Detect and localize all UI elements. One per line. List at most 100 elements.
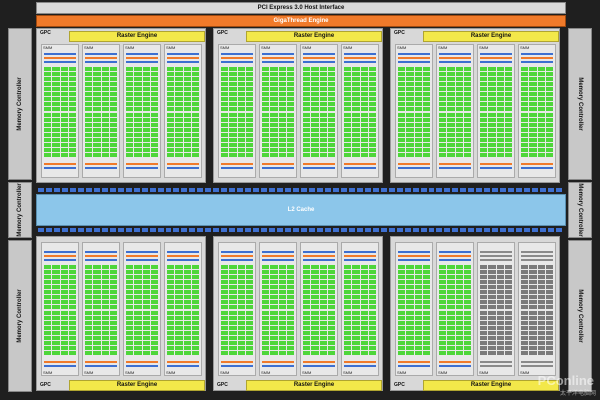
cache-block — [556, 228, 562, 232]
cuda-core — [270, 87, 278, 91]
cuda-core — [311, 148, 319, 152]
cuda-core — [245, 87, 253, 91]
cuda-core — [504, 311, 512, 315]
cache-block — [532, 188, 539, 192]
smm-label: SMM — [84, 370, 94, 375]
cuda-core — [398, 311, 406, 315]
cuda-core — [414, 275, 422, 279]
cuda-core — [85, 107, 93, 111]
cuda-core — [229, 82, 237, 86]
cuda-core — [134, 336, 142, 340]
cuda-core — [101, 148, 109, 152]
cuda-core — [406, 82, 414, 86]
cuda-core — [93, 265, 101, 269]
cuda-core — [463, 295, 471, 299]
cuda-core — [85, 346, 93, 350]
cuda-core — [521, 321, 529, 325]
cuda-core — [93, 143, 101, 147]
raster-engine: Raster Engine — [423, 31, 559, 42]
cuda-core-grid — [126, 113, 158, 157]
cuda-core — [545, 97, 553, 101]
cuda-core — [344, 295, 352, 299]
cuda-core — [319, 305, 327, 309]
cuda-core — [319, 290, 327, 294]
cuda-core — [521, 107, 529, 111]
cuda-core — [368, 128, 376, 132]
cuda-core — [504, 265, 512, 269]
cuda-core — [537, 336, 545, 340]
cuda-core — [175, 275, 183, 279]
cuda-core — [60, 128, 68, 132]
cuda-core — [101, 300, 109, 304]
cuda-core — [237, 102, 245, 106]
cuda-core — [496, 305, 504, 309]
cuda-core — [270, 97, 278, 101]
cuda-core — [175, 316, 183, 320]
cuda-core — [286, 82, 294, 86]
cuda-core-grid — [221, 113, 253, 157]
cuda-core — [439, 153, 447, 157]
cuda-core — [311, 290, 319, 294]
cuda-core — [311, 346, 319, 350]
cache-block — [69, 188, 76, 192]
cuda-core — [529, 67, 537, 71]
cuda-core — [167, 123, 175, 127]
cuda-core — [52, 265, 60, 269]
cuda-core — [352, 97, 360, 101]
cuda-core — [93, 331, 101, 335]
cuda-core — [414, 118, 422, 122]
cuda-core — [311, 336, 319, 340]
cuda-core — [237, 275, 245, 279]
cuda-core — [52, 138, 60, 142]
cuda-core — [529, 341, 537, 345]
cuda-core — [183, 316, 191, 320]
cuda-core — [360, 285, 368, 289]
cuda-core — [447, 148, 455, 152]
cuda-core — [529, 128, 537, 132]
cuda-core — [303, 87, 311, 91]
cuda-core — [175, 351, 183, 355]
cuda-core — [406, 87, 414, 91]
cache-block — [149, 188, 156, 192]
cuda-core — [529, 270, 537, 274]
smm-label: SMM — [166, 370, 176, 375]
cuda-core — [245, 321, 253, 325]
cuda-core — [455, 311, 463, 315]
cache-block — [93, 228, 100, 232]
cuda-core — [414, 270, 422, 274]
cuda-core — [344, 97, 352, 101]
cuda-core — [52, 107, 60, 111]
cache-block — [69, 228, 76, 232]
cache-block — [173, 188, 180, 192]
cuda-core — [237, 326, 245, 330]
cuda-core — [368, 72, 376, 76]
smm-label: SMM — [261, 370, 271, 375]
smm-stripe — [126, 255, 158, 257]
cuda-core — [504, 341, 512, 345]
cuda-core — [303, 331, 311, 335]
cache-block — [548, 228, 555, 232]
cuda-core — [529, 290, 537, 294]
cuda-core — [167, 295, 175, 299]
cuda-core — [167, 300, 175, 304]
cuda-core — [319, 270, 327, 274]
cuda-core — [488, 275, 496, 279]
cuda-core — [134, 113, 142, 117]
cuda-core — [504, 113, 512, 117]
cuda-core-grid — [85, 311, 117, 355]
cuda-core — [278, 265, 286, 269]
cuda-core — [175, 331, 183, 335]
cuda-core — [406, 148, 414, 152]
cuda-core — [44, 107, 52, 111]
cuda-core — [262, 326, 270, 330]
cuda-core — [496, 97, 504, 101]
cuda-core — [488, 102, 496, 106]
cuda-core — [270, 72, 278, 76]
cuda-core — [262, 351, 270, 355]
cuda-core — [237, 128, 245, 132]
smm-stripe — [44, 255, 76, 257]
cache-block — [45, 228, 52, 232]
cuda-core — [101, 67, 109, 71]
cuda-core — [109, 97, 117, 101]
cuda-core — [447, 67, 455, 71]
